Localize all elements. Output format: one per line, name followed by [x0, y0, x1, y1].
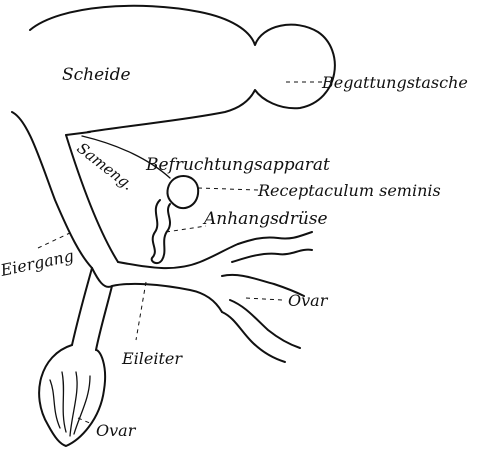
ovar-right-tube-3 [222, 312, 285, 362]
eileiter-right [96, 286, 112, 350]
leader-receptaculum [198, 188, 258, 190]
leader-anhangsdruese [166, 226, 206, 232]
label-anhangsdruese: Anhangsdrüse [202, 209, 328, 229]
label-ovar-bottom: Ovar [96, 421, 137, 440]
leader-eileiter [136, 282, 146, 340]
ovar-right-tube-1 [238, 232, 312, 244]
eiergang-upper [118, 244, 238, 268]
label-begattungstasche: Begattungstasche [321, 73, 468, 92]
samengang-top [66, 132, 90, 135]
ovar-bottom-tube-d [74, 376, 90, 434]
leader-eiergang [38, 232, 72, 248]
label-receptaculum-seminis: Receptaculum seminis [257, 181, 441, 200]
label-eileiter: Eileiter [121, 349, 183, 368]
eileiter-left [72, 268, 92, 345]
ovar-bottom-tube-b [62, 372, 66, 432]
label-scheide: Scheide [62, 65, 131, 85]
leader-ovar-bottom [78, 418, 92, 424]
ovar-bottom-tube-a [50, 380, 60, 428]
label-eiergang: Eiergang [0, 246, 75, 280]
label-ovar-right: Ovar [288, 291, 329, 310]
ovar-right-tube-1b [232, 250, 312, 262]
leader-ovar-right [246, 298, 282, 300]
label-befruchtungsapparat: Befruchtungsapparat [145, 155, 330, 175]
scheide-left-wall [12, 112, 92, 268]
receptaculum-seminis [167, 176, 198, 208]
